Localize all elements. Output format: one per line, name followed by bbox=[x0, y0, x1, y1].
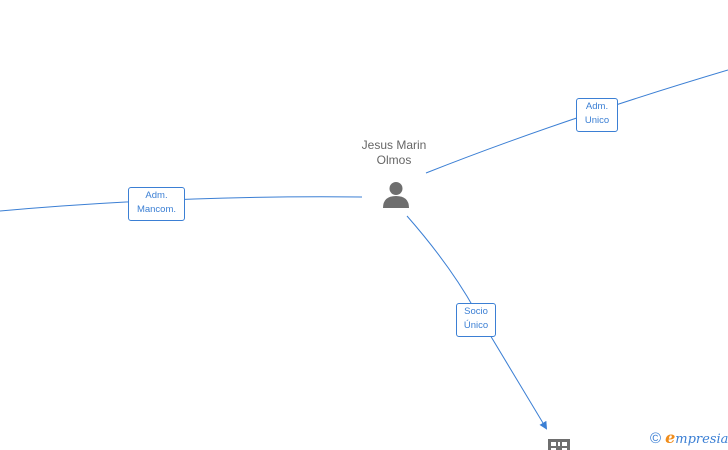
brand-logo: empresia bbox=[665, 428, 728, 450]
relation-label-line2: Unico bbox=[584, 115, 610, 126]
relation-label-line2: Mancom. bbox=[136, 204, 177, 215]
brand-watermark: © empresia bbox=[650, 428, 728, 450]
relation-label-line2: Único bbox=[463, 320, 489, 331]
person-icon[interactable] bbox=[381, 180, 411, 210]
brand-logo-initial: e bbox=[665, 428, 676, 447]
relation-label-line1: Adm. bbox=[145, 190, 168, 201]
relation-label-line1: Socio bbox=[464, 306, 488, 317]
building-icon[interactable] bbox=[547, 436, 571, 450]
relation-label-socio-unico[interactable]: Socio Único bbox=[456, 303, 496, 337]
copyright-icon: © bbox=[650, 430, 662, 447]
person-name-line1: Jesus Marin bbox=[361, 138, 427, 152]
person-node-name[interactable]: Jesus Marin Olmos bbox=[344, 138, 444, 168]
relation-label-adm-unico[interactable]: Adm. Unico bbox=[576, 98, 618, 132]
relation-label-adm-mancom[interactable]: Adm. Mancom. bbox=[128, 187, 185, 221]
person-name-line2: Olmos bbox=[376, 153, 412, 167]
relation-label-line1: Adm. bbox=[585, 101, 609, 112]
edge-adm-unico[interactable] bbox=[425, 69, 728, 174]
brand-logo-rest: mpresia bbox=[675, 432, 728, 447]
